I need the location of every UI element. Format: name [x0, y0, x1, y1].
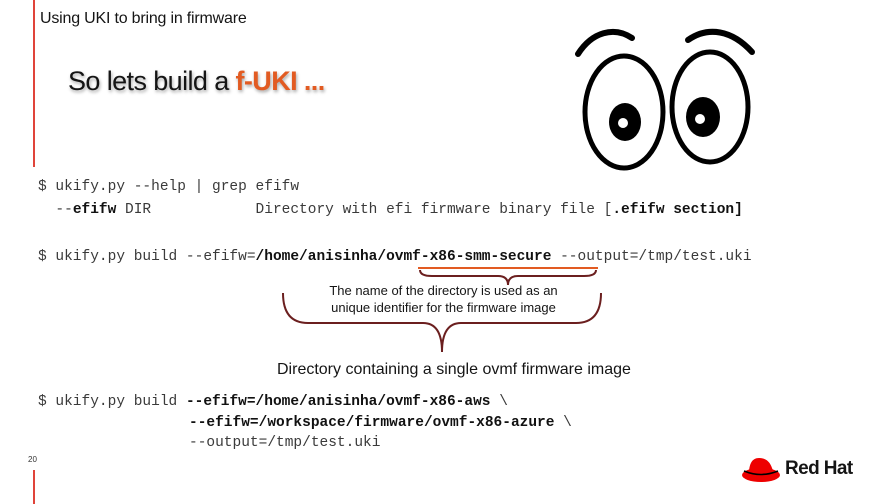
code-multi-build-line2: --efifw=/workspace/firmware/ovmf-x86-azu… [189, 415, 572, 431]
dirname-underline [418, 267, 598, 269]
code-build-suffix: --output=/tmp/test.uki [551, 249, 752, 265]
cartoon-eyes-icon [575, 28, 755, 171]
small-brace-icon [419, 269, 597, 286]
code-multi-build-line1: $ ukify.py build --efifw=/home/anisinha/… [38, 394, 508, 410]
code-help-command: $ ukify.py --help | grep efifw [38, 179, 300, 195]
red-hat-logo-icon [742, 458, 780, 482]
annotation-caption: Directory containing a single ovmf firmw… [277, 361, 631, 378]
code-multi-continuation2: \ [554, 415, 572, 431]
code-help-output-pre: -- [38, 202, 73, 218]
code-help-output-mid: DIR Directory with efi firmware binary f… [116, 202, 613, 218]
red-hat-logo: Red Hat [741, 453, 853, 485]
red-hat-logo-text: Red Hat [785, 458, 853, 479]
code-multi-efifw-azure: --efifw=/workspace/firmware/ovmf-x86-azu… [189, 415, 555, 431]
page-number: 20 [28, 455, 37, 464]
code-build-dirname: ovmf-x86-smm-secure [386, 249, 552, 265]
code-efifw-flag: efifw [72, 202, 117, 218]
code-multi-continuation1: \ [490, 394, 508, 410]
title-accent: f-UKI ... [235, 66, 326, 96]
code-efifw-section: .efifw section] [612, 202, 743, 218]
slide-title: So lets build a f-UKI ... [68, 66, 325, 97]
code-build-command: $ ukify.py build --efifw=/home/anisinha/… [38, 249, 752, 265]
left-accent-line-bottom [33, 470, 35, 504]
annotation-note: The name of the directory is used as an … [292, 282, 595, 316]
annotation-note-line1: The name of the directory is used as an [329, 283, 558, 298]
left-accent-line-top [33, 0, 35, 167]
code-build-prefix: $ ukify.py build --efifw= [38, 249, 256, 265]
code-multi-prefix: $ ukify.py build [38, 394, 186, 410]
annotation-note-line2: unique identifier for the firmware image [331, 300, 556, 315]
code-help-output: --efifw DIR Directory with efi firmware … [38, 202, 743, 218]
code-multi-efifw-aws: --efifw=/home/anisinha/ovmf-x86-aws [185, 394, 491, 410]
code-build-path: /home/anisinha/ [255, 249, 387, 265]
large-brace-icon [282, 292, 602, 353]
slide-header: Using UKI to bring in firmware [40, 10, 247, 27]
code-multi-build-line3: --output=/tmp/test.uki [189, 435, 381, 451]
title-prefix: So lets build a [68, 66, 236, 96]
